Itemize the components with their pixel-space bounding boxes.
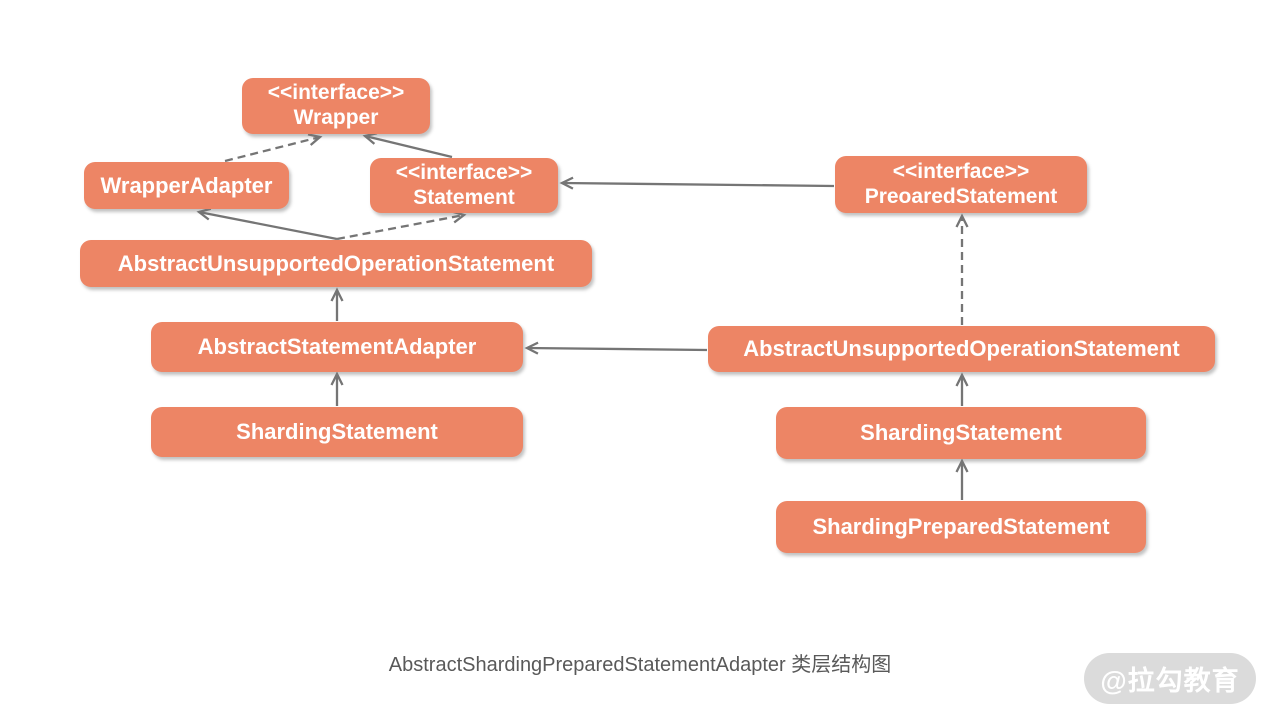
class-node-label: PreoaredStatement [864, 184, 1058, 208]
edge-wrapper-adapter-to-wrapper-interface [224, 133, 323, 163]
class-node-label: <<interface>> [892, 159, 1030, 183]
class-node-abstract-statement-adapter: AbstractStatementAdapter [151, 322, 523, 372]
class-node-label: ShardingStatement [236, 419, 438, 445]
class-node-label: <<interface>> [395, 160, 533, 184]
class-node-abstract-unsupported-operation-statement-right: AbstractUnsupportedOperationStatement [708, 326, 1215, 372]
edge-abstract-unsupported-operation-statement-right-to-abstract-statement-adapter [524, 341, 708, 355]
watermark-text: @拉勾教育 [1100, 666, 1240, 696]
edge-statement-interface-to-wrapper-interface [362, 132, 453, 159]
class-node-sharding-statement-left: ShardingStatement [151, 407, 523, 457]
edge-abstract-unsupported-operation-statement-left-to-wrapper-adapter [196, 207, 338, 241]
class-node-sharding-statement-right: ShardingStatement [776, 407, 1146, 459]
edge-abstract-unsupported-operation-statement-left-to-statement-interface [336, 210, 467, 241]
class-node-label: AbstractUnsupportedOperationStatement [117, 250, 555, 276]
class-node-label: AbstractStatementAdapter [197, 334, 477, 360]
class-node-label: ShardingPreparedStatement [812, 514, 1110, 540]
class-node-wrapper-adapter: WrapperAdapter [84, 162, 289, 209]
class-node-abstract-unsupported-operation-statement-left: AbstractUnsupportedOperationStatement [80, 240, 592, 287]
watermark-badge: @拉勾教育 [1084, 653, 1256, 704]
class-node-label: AbstractUnsupportedOperationStatement [743, 336, 1180, 362]
class-node-label: Statement [413, 185, 515, 209]
class-node-label: WrapperAdapter [100, 172, 273, 198]
class-node-wrapper-interface: <<interface>>Wrapper [242, 78, 430, 134]
class-node-label: <<interface>> [267, 81, 405, 105]
diagram-caption: AbstractShardingPreparedStatementAdapter… [388, 654, 892, 676]
class-node-preoared-statement-interface: <<interface>>PreoaredStatement [835, 156, 1087, 213]
class-node-statement-interface: <<interface>>Statement [370, 158, 558, 213]
class-node-label: ShardingStatement [860, 420, 1062, 446]
class-node-label: Wrapper [293, 106, 379, 129]
edge-preoared-statement-interface-to-statement-interface [559, 176, 835, 190]
class-node-sharding-prepared-statement: ShardingPreparedStatement [776, 501, 1146, 553]
